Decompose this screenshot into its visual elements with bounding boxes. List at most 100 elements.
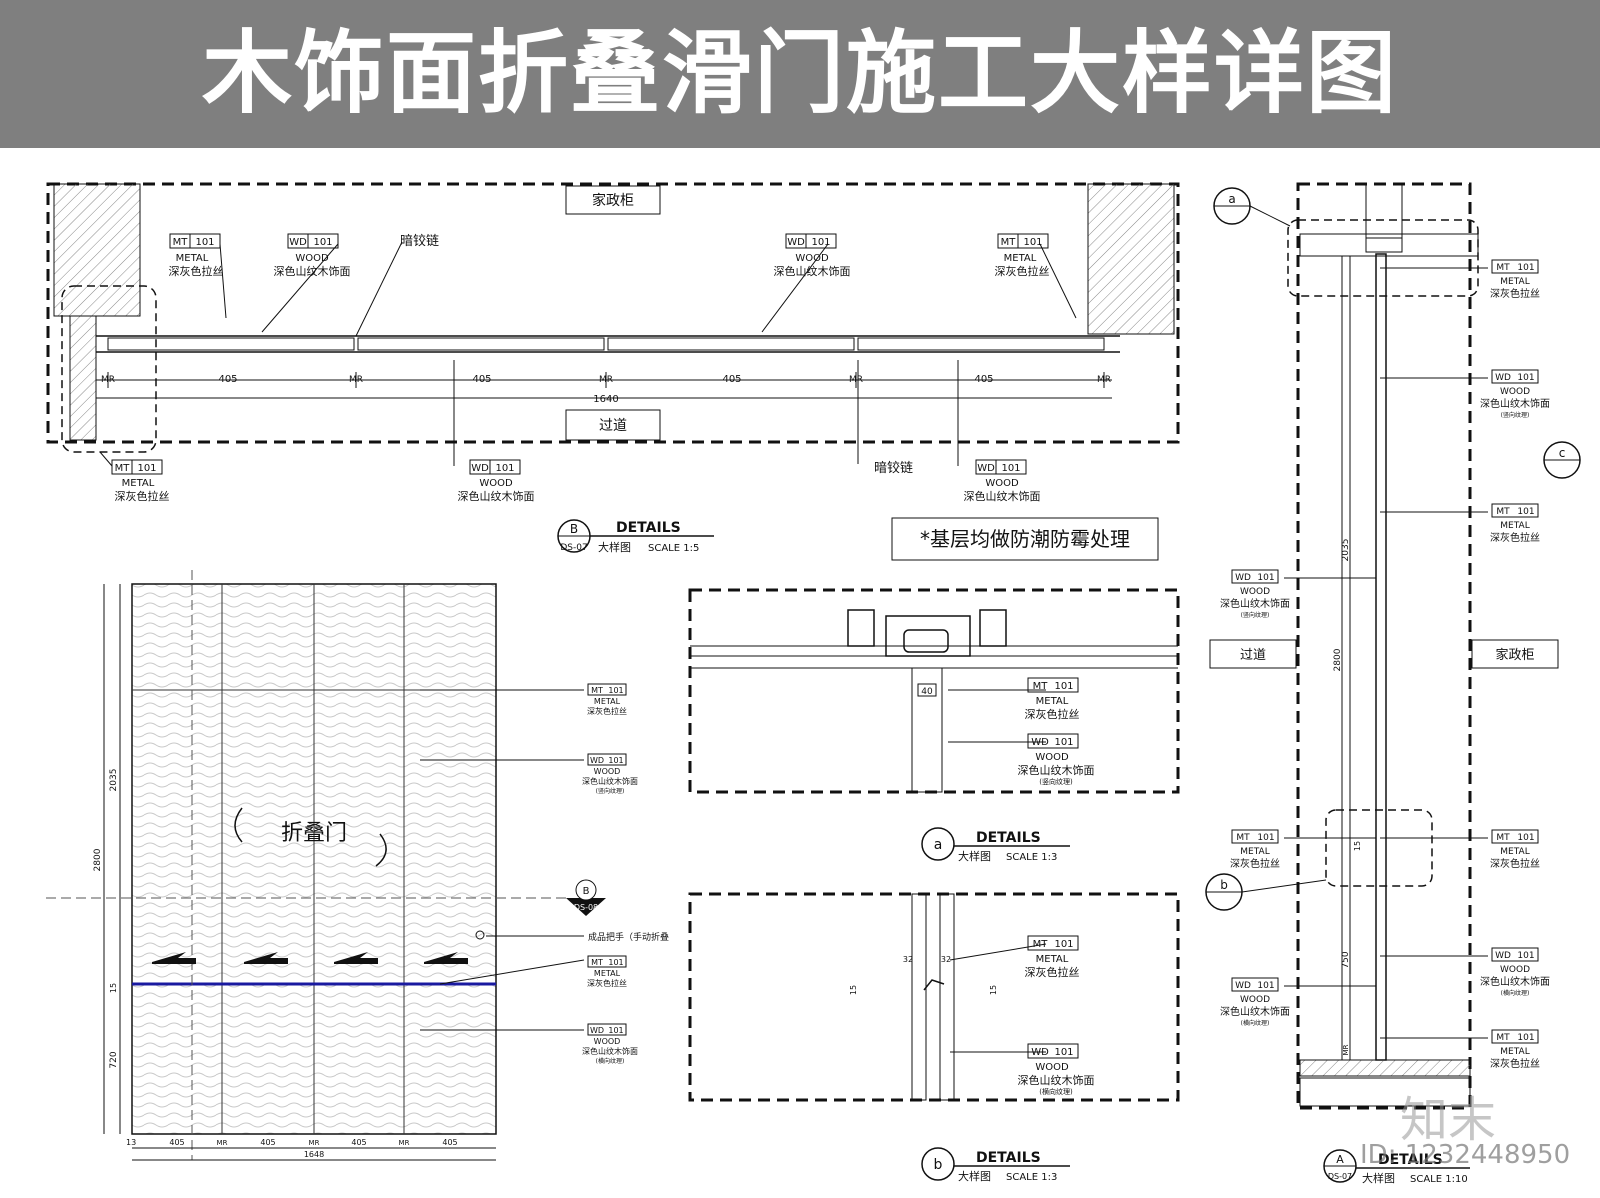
svg-text:WD: WD xyxy=(1495,951,1511,961)
section-a-title: A DS-07 DETAILS 大样图 SCALE 1:10 xyxy=(1323,1149,1470,1185)
elev-dim-405-2: 405 xyxy=(260,1138,275,1147)
svg-text:a: a xyxy=(934,837,943,853)
detail-b-dim-32-2: 32 xyxy=(941,955,951,964)
elev-dim-15: 15 xyxy=(109,983,118,993)
svg-text:深灰色拉丝: 深灰色拉丝 xyxy=(1230,857,1280,870)
svg-text:101: 101 xyxy=(1517,951,1534,961)
detail-b: 32 32 15 15 MT 101 METAL 深灰色拉丝 WD 101 WO… xyxy=(688,892,1180,1183)
svg-text:深灰色拉丝: 深灰色拉丝 xyxy=(1025,707,1080,721)
svg-text:MT: MT xyxy=(1496,1033,1510,1043)
svg-text:a: a xyxy=(1228,192,1235,206)
drawing-title: 木饰面折叠滑门施工大样详图 xyxy=(202,21,1398,126)
svg-text:MT: MT xyxy=(1001,237,1017,248)
corridor-box xyxy=(565,409,661,441)
elev-dim-2035: 2035 xyxy=(109,769,119,792)
svg-text:深色山纹木饰面: 深色山纹木饰面 xyxy=(274,264,351,278)
detail-b2-title: b DETAILS 大样图 SCALE 1:3 xyxy=(921,1147,1070,1183)
detail-a-dim-40: 40 xyxy=(921,687,933,697)
watermark-logo: 知末 xyxy=(1400,1092,1497,1148)
svg-text:(横向纹理): (横向纹理) xyxy=(596,1057,625,1065)
dim-mr-3: MR xyxy=(599,375,613,385)
elev-dim-405-3: 405 xyxy=(351,1138,366,1147)
svg-text:METAL: METAL xyxy=(1500,847,1529,857)
svg-text:WOOD: WOOD xyxy=(594,1037,621,1046)
svg-text:METAL: METAL xyxy=(1500,521,1529,531)
svg-text:大样图: 大样图 xyxy=(598,540,631,554)
svg-text:101: 101 xyxy=(1054,681,1073,692)
svg-text:WOOD: WOOD xyxy=(1035,752,1069,763)
sec-cabinet-box xyxy=(1471,639,1559,669)
svg-text:(竖向纹理): (竖向纹理) xyxy=(1501,411,1530,419)
callout-a: a xyxy=(1213,187,1291,227)
svg-text:101: 101 xyxy=(1517,833,1534,843)
tag-a-wd: WD 101 WOOD 深色山纹木饰面 (竖向纹理) xyxy=(1018,733,1095,786)
svg-text:WOOD: WOOD xyxy=(1240,995,1270,1005)
tag-b-wd: WD 101 WOOD 深色山纹木饰面 (横向纹理) xyxy=(1018,1043,1095,1096)
tag-sec-mt-1: MT 101 METAL 深灰色拉丝 xyxy=(1490,259,1540,300)
svg-text:WD: WD xyxy=(590,1026,604,1035)
svg-text:WD: WD xyxy=(590,756,604,765)
svg-text:MT: MT xyxy=(115,463,131,474)
note-text: *基层均做防潮防霉处理 xyxy=(920,527,1130,551)
tag-sec-wd-left-2: WD 101 WOOD 深色山纹木饰面 (横向纹理) xyxy=(1220,977,1290,1027)
svg-text:深灰色拉丝: 深灰色拉丝 xyxy=(115,489,170,503)
dim-405-4: 405 xyxy=(974,374,993,385)
svg-text:(竖向纹理): (竖向纹理) xyxy=(1039,777,1073,786)
detail-b-dim-32-1: 32 xyxy=(903,955,913,964)
dim-405-3: 405 xyxy=(722,374,741,385)
svg-text:METAL: METAL xyxy=(594,969,621,978)
svg-text:深色山纹木饰面: 深色山纹木饰面 xyxy=(964,489,1041,503)
svg-text:101: 101 xyxy=(608,756,623,765)
tag-elev-wd-1: WD 101 WOOD 深色山纹木饰面 (竖向纹理) xyxy=(582,753,638,795)
detail-b-dim-15-1: 15 xyxy=(849,985,858,995)
svg-text:深灰色拉丝: 深灰色拉丝 xyxy=(1025,965,1080,979)
hinge-label-bottom: 暗铰链 xyxy=(874,461,913,476)
svg-text:WOOD: WOOD xyxy=(594,767,621,776)
detail-a: 40 MT 101 METAL 深灰色拉丝 WD 101 WOOD 深色山纹木饰… xyxy=(688,588,1180,863)
svg-text:101: 101 xyxy=(608,1026,623,1035)
svg-text:METAL: METAL xyxy=(1004,253,1037,264)
elev-dim-13: 13 xyxy=(126,1138,136,1147)
callout-b: b xyxy=(1205,873,1327,911)
svg-text:(竖向纹理): (竖向纹理) xyxy=(596,787,625,795)
svg-text:深色山纹木饰面: 深色山纹木饰面 xyxy=(1480,975,1550,988)
svg-text:深灰色拉丝: 深灰色拉丝 xyxy=(587,978,627,988)
tag-elev-mt-1: MT 101 METAL 深灰色拉丝 xyxy=(587,683,627,716)
svg-text:MT: MT xyxy=(1496,263,1510,273)
svg-text:B: B xyxy=(570,522,578,536)
svg-text:101: 101 xyxy=(608,686,623,695)
plan-section: 405 405 405 405 MR MR MR MR MR 1640 家政柜 … xyxy=(46,182,1180,561)
tag-sec-wd-1: WD 101 WOOD 深色山纹木饰面 (竖向纹理) xyxy=(1480,369,1550,419)
svg-text:METAL: METAL xyxy=(594,697,621,706)
svg-text:SCALE 1:5: SCALE 1:5 xyxy=(648,543,699,554)
dim-405-1: 405 xyxy=(218,374,237,385)
door-elevation: 折叠门 2800 2035 720 15 13 405 MR 405 MR 40… xyxy=(46,570,669,1161)
drawing-sheet: 405 405 405 405 MR MR MR MR MR 1640 家政柜 … xyxy=(46,182,1581,1185)
svg-text:101: 101 xyxy=(811,237,830,248)
svg-text:WD: WD xyxy=(1031,737,1049,748)
door-panel-4 xyxy=(857,337,1105,351)
elev-dim-720: 720 xyxy=(109,1051,119,1068)
section-mark-b: B DS-08 xyxy=(566,879,606,916)
right-wall xyxy=(1087,183,1175,335)
door-panel-1 xyxy=(107,337,355,351)
tag-sec-wd-2: WD 101 WOOD 深色山纹木饰面 (横向纹理) xyxy=(1480,947,1550,997)
svg-text:METAL: METAL xyxy=(176,253,209,264)
svg-text:深色山纹木饰面: 深色山纹木饰面 xyxy=(582,1046,638,1056)
detail-a-title: a DETAILS 大样图 SCALE 1:3 xyxy=(921,827,1070,863)
svg-text:深灰色拉丝: 深灰色拉丝 xyxy=(995,264,1050,278)
svg-text:WOOD: WOOD xyxy=(1500,965,1530,975)
svg-text:METAL: METAL xyxy=(1036,696,1069,707)
svg-text:WOOD: WOOD xyxy=(295,253,329,264)
svg-text:大样图: 大样图 xyxy=(958,1169,991,1183)
svg-text:MT: MT xyxy=(1033,939,1049,950)
dim-405-2: 405 xyxy=(472,374,491,385)
dim-mr-2: MR xyxy=(349,375,363,385)
svg-text:深灰色拉丝: 深灰色拉丝 xyxy=(587,706,627,716)
svg-text:101: 101 xyxy=(1054,939,1073,950)
handle-label: 成品把手（手动折叠 xyxy=(588,931,669,943)
plan-frame xyxy=(46,182,1180,444)
svg-text:METAL: METAL xyxy=(1036,954,1069,965)
cabinet-box xyxy=(565,185,661,215)
svg-text:MT: MT xyxy=(173,237,189,248)
